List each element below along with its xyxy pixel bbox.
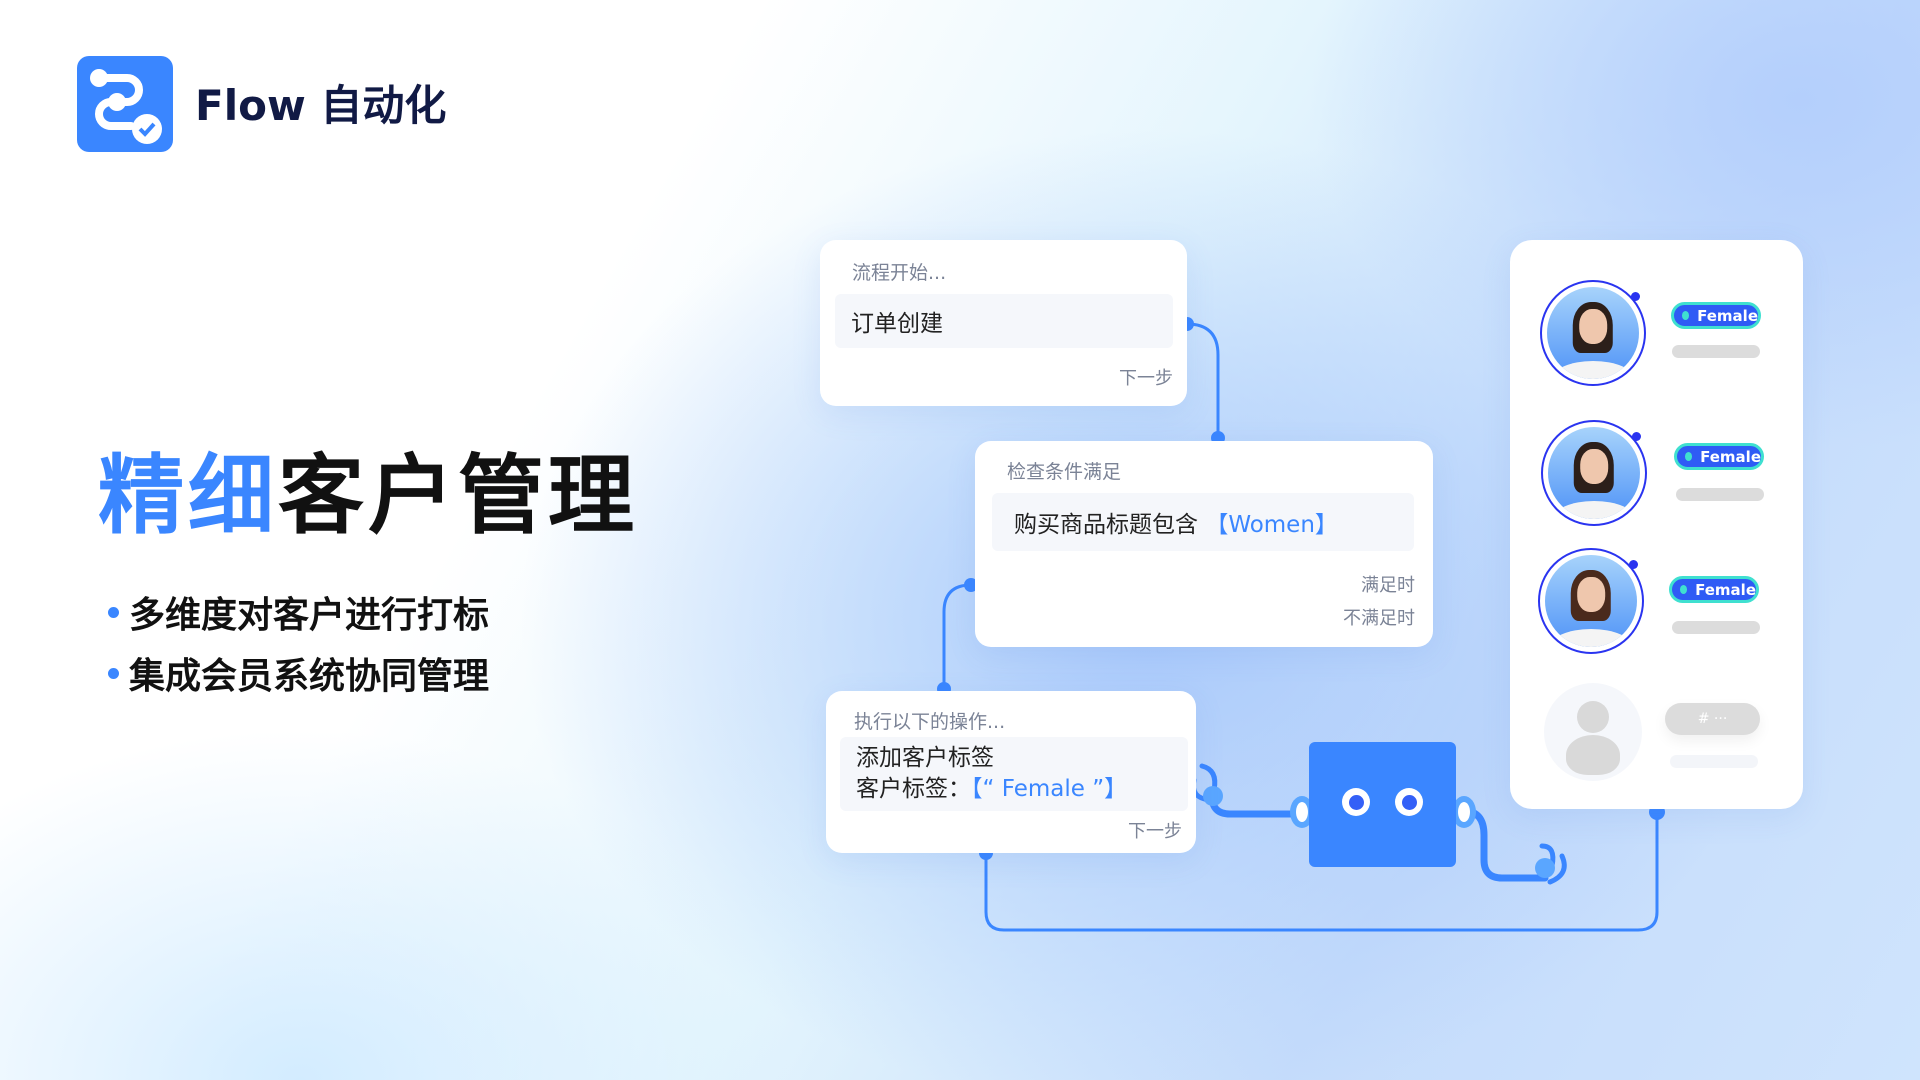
next-step-label[interactable]: 下一步 bbox=[1119, 368, 1173, 389]
robot-eye bbox=[1395, 788, 1423, 816]
tag-label: Female bbox=[1700, 447, 1761, 466]
brand-title: Flow 自动化 bbox=[195, 81, 447, 130]
customer-tag[interactable]: Female bbox=[1671, 302, 1761, 329]
action-line1: 添加客户标签 bbox=[856, 745, 994, 771]
trigger-box[interactable]: 订单创建 bbox=[835, 294, 1173, 348]
action-box[interactable]: 添加客户标签 客户标签：【“ Female ”】 bbox=[840, 737, 1188, 811]
placeholder-bar bbox=[1672, 345, 1760, 358]
customer-avatar[interactable] bbox=[1538, 548, 1644, 654]
placeholder-bar bbox=[1670, 755, 1758, 768]
trigger-text: 订单创建 bbox=[851, 311, 943, 337]
robot-mascot bbox=[1309, 742, 1456, 867]
customer-tag[interactable]: Female bbox=[1669, 576, 1759, 603]
condition-box[interactable]: 购买商品标题包含 【Women】 bbox=[992, 493, 1414, 551]
rule-value: 【Women】 bbox=[1205, 512, 1338, 538]
customer-avatar[interactable] bbox=[1540, 280, 1646, 386]
customer-list-panel: Female Female Female # ··· bbox=[1510, 240, 1803, 809]
card-header: 执行以下的操作... bbox=[854, 711, 1006, 733]
placeholder-bar bbox=[1672, 621, 1760, 634]
action-tag-label: 客户标签： bbox=[856, 776, 971, 802]
bullet-text: 集成会员系统协同管理 bbox=[129, 656, 490, 697]
tag-label: Female bbox=[1695, 580, 1756, 599]
tag-label: Female bbox=[1697, 306, 1758, 325]
bullet-text: 多维度对客户进行打标 bbox=[129, 595, 490, 636]
rule-text: 购买商品标题包含 bbox=[1014, 512, 1198, 538]
placeholder-bar bbox=[1676, 488, 1764, 501]
hero-heading: 精细客户管理 bbox=[98, 425, 638, 550]
hero-rest: 客户管理 bbox=[278, 446, 638, 546]
flow-start-card[interactable]: 流程开始... 订单创建 下一步 bbox=[820, 240, 1187, 406]
action-tag-value: 【“ Female ”】 bbox=[971, 776, 1128, 802]
action-card[interactable]: 执行以下的操作... 添加客户标签 客户标签：【“ Female ”】 下一步 bbox=[826, 691, 1196, 853]
ghost-tag: # ··· bbox=[1665, 703, 1760, 735]
condition-card[interactable]: 检查条件满足 购买商品标题包含 【Women】 满足时 不满足时 bbox=[975, 441, 1433, 647]
ghost-avatar bbox=[1544, 683, 1642, 781]
hero-highlight: 精细 bbox=[98, 446, 278, 546]
branch-true-label[interactable]: 满足时 bbox=[1361, 575, 1415, 596]
feature-bullet: 集成会员系统协同管理 bbox=[108, 647, 489, 699]
card-header: 检查条件满足 bbox=[1007, 461, 1122, 483]
card-header: 流程开始... bbox=[852, 262, 947, 284]
customer-avatar[interactable] bbox=[1541, 420, 1647, 526]
flow-logo bbox=[77, 56, 173, 152]
feature-bullet: 多维度对客户进行打标 bbox=[108, 586, 489, 638]
customer-tag[interactable]: Female bbox=[1674, 443, 1764, 470]
next-step-label[interactable]: 下一步 bbox=[1128, 821, 1182, 842]
branch-false-label[interactable]: 不满足时 bbox=[1343, 608, 1415, 629]
flow-check-icon bbox=[90, 69, 162, 144]
robot-eye bbox=[1342, 788, 1370, 816]
